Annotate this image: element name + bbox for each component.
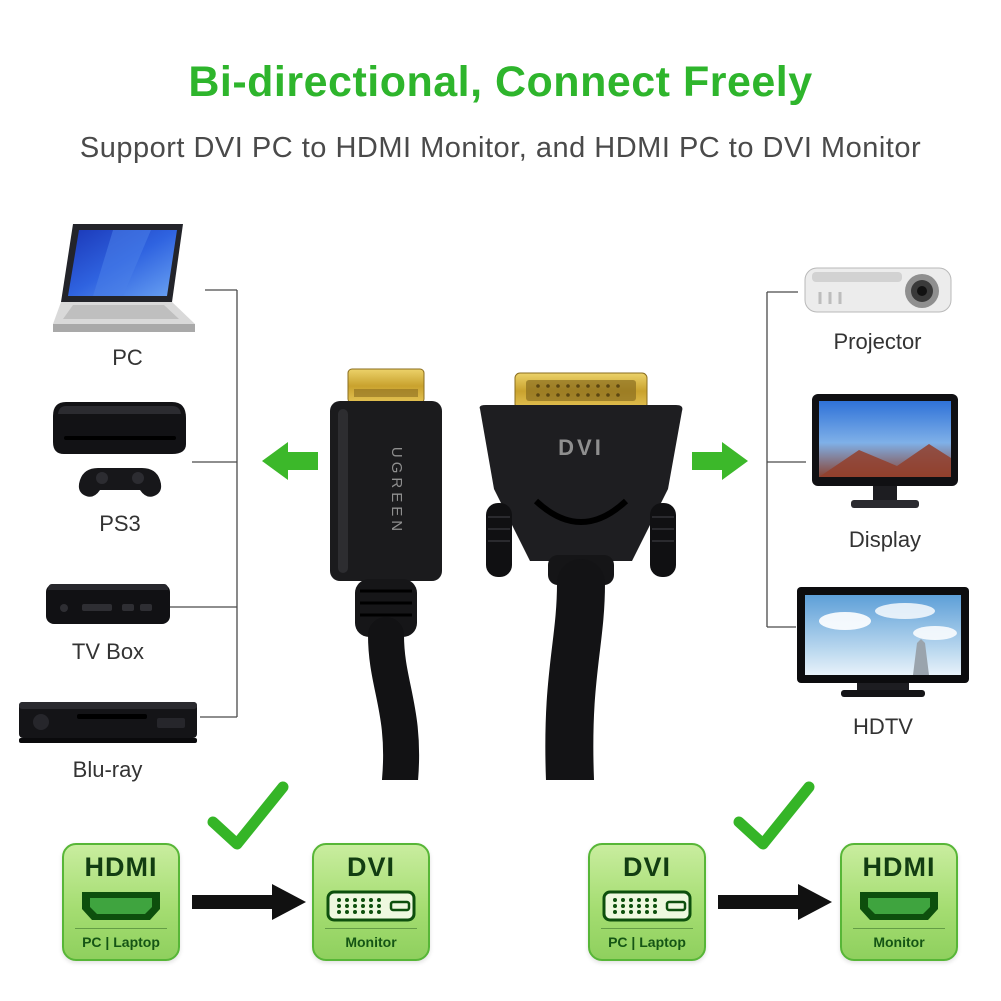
cable-image: UGREEN DVI bbox=[330, 368, 683, 780]
dvi-source-box: DVI PC | Laptop bbox=[588, 843, 706, 961]
monitor-icon bbox=[812, 394, 958, 508]
device-tvbox: TV Box bbox=[33, 570, 183, 665]
device-label: Display bbox=[848, 527, 922, 552]
device-bluray: Blu-ray bbox=[15, 692, 200, 783]
dvi-port-icon bbox=[602, 890, 692, 922]
svg-text:DVI: DVI bbox=[558, 435, 604, 460]
device-label: Projector bbox=[833, 329, 922, 354]
dvi-connector-image: DVI bbox=[479, 372, 683, 780]
port-type-label: DVI bbox=[346, 852, 395, 882]
device-label: Blu-ray bbox=[72, 757, 143, 782]
device-pc: PC bbox=[45, 222, 210, 371]
hdmi-connector-image: UGREEN bbox=[330, 368, 442, 780]
device-hdtv: HDTV bbox=[793, 585, 973, 740]
device-role-label: Monitor bbox=[345, 933, 397, 950]
device-label: PS3 bbox=[99, 511, 141, 536]
divider bbox=[325, 928, 417, 930]
port-type-label: DVI bbox=[622, 852, 671, 882]
ps3-console-icon bbox=[53, 402, 186, 497]
device-role-label: Monitor bbox=[873, 933, 925, 950]
svg-text:UGREEN: UGREEN bbox=[388, 447, 405, 535]
laptop-icon bbox=[52, 224, 195, 332]
device-display: Display bbox=[805, 392, 965, 553]
device-projector: Projector bbox=[795, 258, 960, 355]
arrow-black-icon bbox=[192, 884, 306, 920]
device-ps3: PS3 bbox=[45, 396, 195, 537]
arrow-black-icon bbox=[718, 884, 832, 920]
divider bbox=[75, 928, 167, 930]
hdmi-source-box: HDMI PC | Laptop bbox=[62, 843, 180, 961]
device-role-label: PC | Laptop bbox=[608, 933, 686, 950]
dvi-target-box: DVI Monitor bbox=[312, 843, 430, 961]
checkmark-icon bbox=[733, 781, 815, 850]
hdmi-port-icon bbox=[82, 891, 160, 920]
blu-ray-player-icon bbox=[18, 702, 197, 743]
device-label: HDTV bbox=[853, 714, 913, 739]
dvi-port-icon bbox=[326, 890, 416, 922]
tv-box-icon bbox=[46, 584, 170, 624]
arrow-left-icon bbox=[262, 442, 318, 480]
hdmi-port-icon bbox=[860, 891, 938, 920]
hdtv-icon bbox=[797, 587, 969, 697]
device-role-label: PC | Laptop bbox=[82, 933, 160, 950]
hdmi-target-box: HDMI Monitor bbox=[840, 843, 958, 961]
checkmark-icon bbox=[207, 781, 289, 850]
projector-icon bbox=[804, 267, 951, 313]
device-label: TV Box bbox=[71, 639, 145, 664]
device-label: PC bbox=[112, 345, 143, 370]
divider bbox=[601, 928, 693, 930]
page-title: Bi-directional, Connect Freely bbox=[188, 58, 813, 106]
port-type-label: HDMI bbox=[84, 852, 158, 882]
arrow-right-icon bbox=[692, 442, 748, 480]
port-type-label: HDMI bbox=[862, 852, 936, 882]
page-subtitle: Support DVI PC to HDMI Monitor, and HDMI… bbox=[79, 132, 922, 164]
divider bbox=[853, 928, 945, 930]
